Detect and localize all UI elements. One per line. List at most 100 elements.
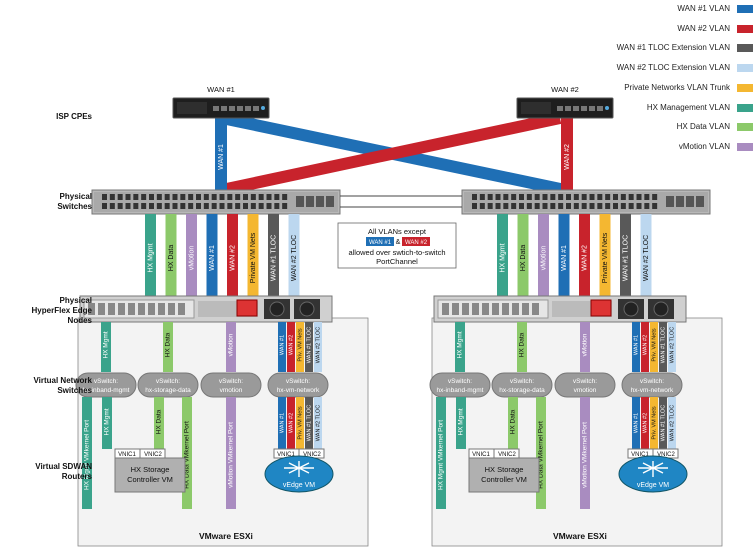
left-trunk-up-tloc2	[314, 322, 322, 372]
right-data-up-label: HX Data	[519, 332, 526, 357]
physical-switch-left-port	[164, 203, 170, 209]
right-trunk-down-tloc2	[668, 397, 676, 449]
left-uplink-vmotion	[186, 214, 197, 298]
legend-swatch	[737, 24, 753, 33]
physical-switch-left-port	[156, 203, 162, 209]
physical-switch-right-port	[589, 194, 595, 200]
physical-switch-right-port	[644, 194, 650, 200]
physical-switch-left-port	[243, 203, 248, 209]
left-controller-line2: Controller VM	[127, 475, 173, 484]
left-uplink-label-wan1: WAN #1	[209, 245, 216, 271]
wan-title-right: WAN #2	[551, 85, 579, 94]
left-controller-line1: HX Storage	[131, 465, 170, 474]
esxi-label-left: VMware ESXi	[199, 531, 253, 541]
physical-switch-left-port	[235, 203, 241, 209]
legend-swatch	[737, 103, 753, 112]
physical-switch-right-port	[566, 203, 571, 209]
right-uplink-wan2	[579, 214, 590, 298]
physical-switch-right-port	[636, 203, 642, 209]
right-trunk-down-label-priv: Priv. VM Nets	[651, 406, 657, 439]
physical-switch-left-port	[266, 203, 272, 209]
wan-title-left: WAN #1	[207, 85, 235, 94]
physical-switch-left-port	[125, 194, 131, 200]
legend-label: WAN #2 VLAN	[677, 23, 730, 33]
physical-switch-right-port	[487, 194, 493, 200]
right-vnic1-ctrl-label: VNIC1	[472, 452, 490, 458]
legend-label: HX Data VLAN	[676, 122, 730, 132]
physical-switch-right-port	[511, 203, 517, 209]
physical-switch-right-port	[479, 203, 485, 209]
physical-switch-right-uplink	[686, 196, 694, 207]
right-trunk-down-label-tloc2: WAN #2 TLOC	[669, 405, 675, 441]
physical-switch-right-port	[534, 194, 540, 200]
left-uplink-label-wan2: WAN #2	[229, 245, 236, 271]
hx-node-right-vent	[512, 303, 519, 315]
right-vmotion-vmk-label: vMotion VMkernel Port	[582, 422, 589, 488]
physical-switch-left-port	[172, 203, 178, 209]
row-label-sdwan: Virtual SDWAN Routers	[35, 462, 92, 481]
physical-switch-left-port	[282, 203, 288, 209]
isp-cpe-right-port	[589, 106, 595, 111]
left-uplink-label-mgmt: HX Mgmt	[147, 243, 154, 272]
physical-switch-right-port	[628, 203, 634, 209]
hx-node-right-vent	[482, 303, 489, 315]
left-trunk-down-wan1	[278, 397, 286, 449]
physical-switch-right-port	[605, 203, 611, 209]
physical-switch-right-port	[558, 203, 564, 209]
right-trunk-down-label-wan2: WAN #2	[642, 413, 648, 433]
right-data-up	[517, 322, 527, 372]
row-label-switches: Physical Switches	[57, 192, 92, 211]
callout-badge-wan1-label: WAN #1	[369, 240, 392, 246]
hx-node-left-fan1	[269, 301, 285, 317]
physical-switch-right-port	[558, 194, 564, 200]
physical-switch-right-port	[597, 194, 603, 200]
physical-switch-left-port	[172, 194, 178, 200]
left-vmotion-up-label: vMotion	[228, 333, 235, 356]
left-trunk-up-label-priv: Priv. VM Nets	[297, 328, 303, 361]
hx-node-left-vent	[168, 303, 175, 315]
physical-switch-left-port	[164, 194, 170, 200]
physical-switch-left-port	[211, 194, 217, 200]
physical-switch-right-port	[652, 203, 658, 209]
right-vnic2-vedge-label: VNIC2	[657, 452, 675, 458]
isp-cpe-left-port	[245, 106, 251, 111]
right-vmotion-vmk	[580, 397, 590, 509]
isp-cpe-right-panel	[521, 102, 551, 114]
left-mgmt-ctrl	[102, 397, 112, 449]
left-trunk-up-tloc1	[305, 322, 313, 372]
right-uplink-label-wan1: WAN #1	[561, 245, 568, 271]
isp-cpe-left-port	[253, 106, 259, 111]
esxi-label-right: VMware ESXi	[553, 531, 607, 541]
left-trunk-up-label-tloc2: WAN #2 TLOC	[315, 327, 321, 363]
right-vnic2-ctrl-label: VNIC2	[498, 452, 516, 458]
left-trunk-up-wan1	[278, 322, 286, 372]
physical-switch-right-port	[589, 203, 595, 209]
right-uplink-tloc1	[620, 214, 631, 298]
left-trunk-down-label-wan1: WAN #1	[279, 413, 285, 433]
left-uplink-label-priv: Private VM Nets	[250, 232, 257, 283]
wan2-drop-right	[561, 118, 573, 190]
physical-switch-right-uplink	[696, 196, 704, 207]
physical-switch-right-port	[550, 203, 556, 209]
physical-switch-left-port	[149, 203, 154, 209]
isp-cpe-left-led	[261, 106, 265, 110]
physical-switch-left-uplink	[316, 196, 324, 207]
left-uplink-mgmt	[145, 214, 156, 298]
left-vswitch-1	[137, 372, 199, 398]
left-vswitch-line2-3: hx-vm-network	[277, 387, 320, 394]
physical-switch-left-port	[243, 194, 248, 200]
left-vmotion-up	[226, 322, 236, 372]
right-trunk-up-wan1	[632, 322, 640, 372]
hx-node-right-vent	[452, 303, 459, 315]
isp-cpe-right-port	[581, 106, 587, 111]
physical-switch-left-port	[266, 194, 272, 200]
left-trunk-down-label-priv: Priv. VM Nets	[297, 406, 303, 439]
physical-switch-left-port	[250, 203, 256, 209]
left-uplink-tloc1	[268, 214, 279, 298]
right-trunk-up-label-tloc2: WAN #2 TLOC	[669, 327, 675, 363]
legend-swatch	[737, 83, 753, 92]
left-controller-vm	[114, 457, 186, 493]
left-uplink-label-data: HX Data	[168, 245, 175, 272]
hx-node-right-vent	[502, 303, 509, 315]
